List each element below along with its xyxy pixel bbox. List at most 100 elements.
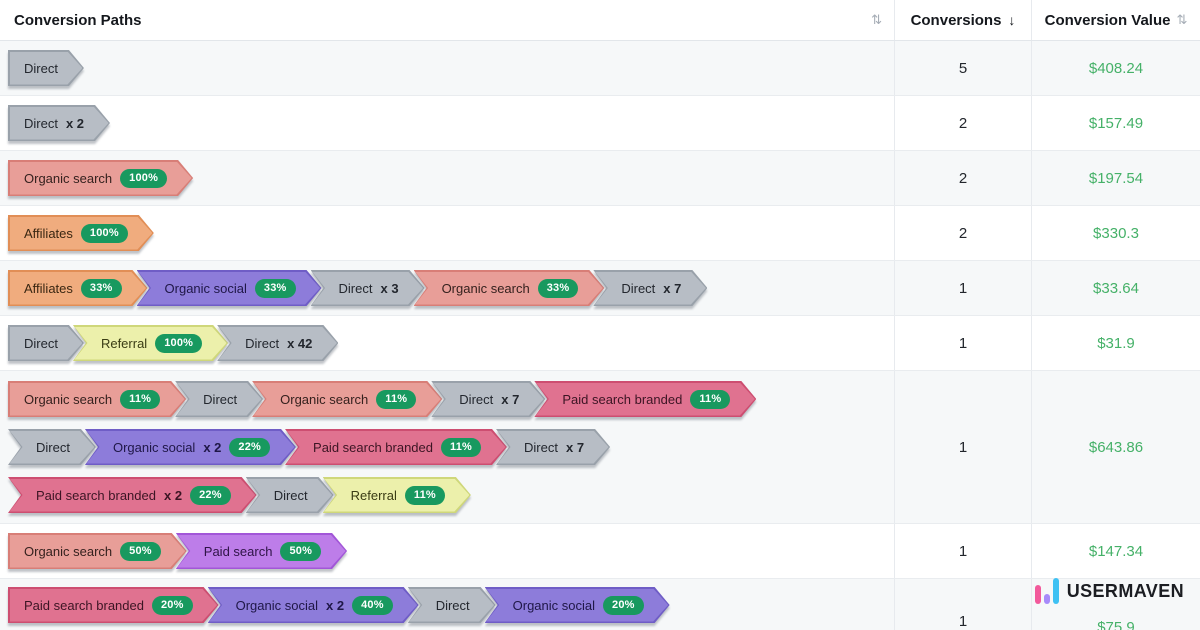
percentage-badge: 33% bbox=[537, 278, 579, 298]
column-label-conversion-paths: Conversion Paths bbox=[14, 11, 142, 29]
channel-label: Paid search branded bbox=[24, 597, 144, 613]
column-header-conversions[interactable]: Conversions ↓ bbox=[895, 0, 1032, 40]
sort-updown-icon[interactable]: ⇅ bbox=[1176, 12, 1188, 27]
percentage-badge: 50% bbox=[280, 541, 322, 561]
path-line: Direct bbox=[8, 50, 894, 86]
path-chip-direct: Direct bbox=[408, 587, 496, 623]
chip-fill bbox=[498, 431, 609, 464]
channel-label: Referral bbox=[350, 487, 397, 503]
chip-content: Paid search branded 11% bbox=[285, 429, 507, 465]
channel-label: Direct bbox=[524, 439, 558, 455]
chip-fill bbox=[177, 383, 262, 416]
column-label-conversion-value: Conversion Value bbox=[1044, 11, 1171, 29]
chip-content: Paid search branded 20% bbox=[8, 587, 219, 623]
chip-content: Organic social x 2 40% bbox=[208, 587, 419, 623]
chip-fill bbox=[324, 479, 469, 512]
path-chip-direct: Direct bbox=[8, 429, 96, 465]
percentage-badge: 40% bbox=[352, 595, 393, 615]
channel-label: Organic search bbox=[24, 391, 113, 407]
percentage-badge: 11% bbox=[120, 389, 161, 409]
column-label-conversions: Conversions bbox=[910, 11, 1002, 29]
percentage-badge: 33% bbox=[80, 278, 122, 298]
repeat-multiplier: x 7 bbox=[663, 280, 682, 296]
repeat-multiplier: x 2 bbox=[163, 487, 183, 503]
path-chip-paid-search-branded: Paid search branded 20% bbox=[8, 587, 219, 623]
table-row: Paid search branded 20% Organic social x 2 4… bbox=[0, 579, 1200, 630]
chip-fill bbox=[10, 272, 147, 305]
channel-label: Direct bbox=[435, 597, 470, 613]
usermaven-wordmark: USERMAVEN bbox=[1066, 580, 1184, 601]
percentage-badge: 20% bbox=[151, 595, 193, 615]
table-row: Organic search 11% Direct Organic search 11%… bbox=[0, 371, 1200, 524]
repeat-multiplier: x 2 bbox=[325, 597, 345, 613]
sort-desc-icon[interactable]: ↓ bbox=[1008, 12, 1016, 28]
percentage-badge: 100% bbox=[120, 168, 168, 188]
channel-label: Organic social bbox=[235, 597, 318, 613]
channel-label: Organic social bbox=[112, 439, 196, 455]
conversion-path-cell: Organic search 11% Direct Organic search 11%… bbox=[0, 371, 895, 523]
channel-label: Paid search branded bbox=[313, 439, 434, 455]
percentage-badge: 33% bbox=[254, 278, 296, 298]
channel-label: Direct bbox=[273, 487, 308, 503]
percentage-badge: 11% bbox=[441, 437, 482, 457]
channel-label: Referral bbox=[100, 335, 148, 351]
chip-fill bbox=[219, 327, 337, 360]
repeat-multiplier: x 42 bbox=[287, 335, 313, 351]
chip-fill bbox=[409, 589, 494, 622]
conversions-cell: 2 bbox=[895, 96, 1032, 150]
channel-label: Organic search bbox=[24, 543, 113, 559]
conversion-value-cell: $31.9 bbox=[1097, 334, 1135, 352]
channel-label: Organic search bbox=[280, 391, 369, 407]
repeat-multiplier: x 2 bbox=[203, 439, 222, 455]
chip-content: Direct bbox=[8, 50, 84, 86]
chip-content: Referral 100% bbox=[73, 325, 228, 361]
column-header-conversion-value[interactable]: Conversion Value ⇅ bbox=[1032, 0, 1200, 40]
channel-label: Direct bbox=[338, 280, 373, 296]
path-chip-organic-social: Organic social x 2 40% bbox=[208, 587, 419, 623]
chip-fill bbox=[595, 272, 706, 305]
repeat-multiplier: x 3 bbox=[380, 280, 399, 296]
path-chip-direct: Direct bbox=[8, 325, 84, 361]
column-header-conversion-paths[interactable]: Conversion Paths ⇅ bbox=[0, 0, 895, 40]
conversions-cell: 1 bbox=[895, 524, 1032, 578]
chip-content: Organic search 11% bbox=[8, 381, 186, 417]
conversion-value-cell: $643.86 bbox=[1088, 438, 1144, 456]
path-chip-referral: Referral 100% bbox=[73, 325, 228, 361]
chip-fill bbox=[312, 272, 423, 305]
sort-updown-icon[interactable]: ⇅ bbox=[871, 12, 882, 27]
repeat-multiplier: x 7 bbox=[501, 391, 520, 407]
conversions-cell: 1 bbox=[895, 316, 1032, 370]
percentage-badge: 100% bbox=[155, 333, 203, 353]
